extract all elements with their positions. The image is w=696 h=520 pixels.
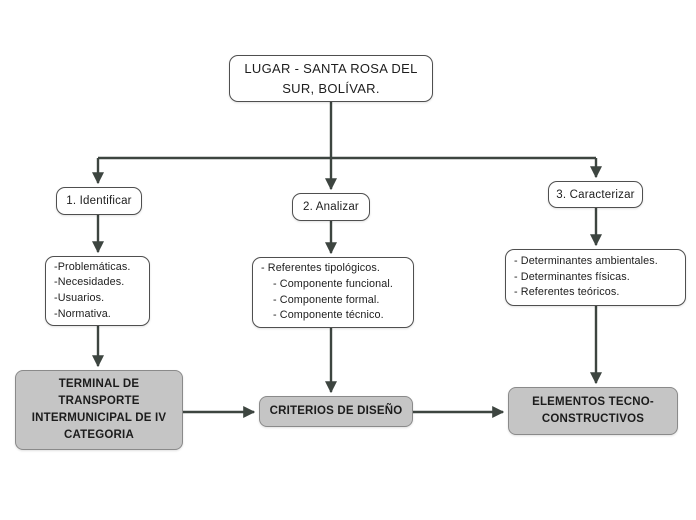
- node-detail-analizar: - Referentes tipológicos. - Componente f…: [252, 257, 414, 328]
- detail-line: -Normativa.: [54, 307, 111, 320]
- detail-line: - Determinantes físicas.: [514, 270, 630, 283]
- detail-line: -Necesidades.: [54, 276, 125, 289]
- node-detail-caracterizar: - Determinantes ambientales. - Determina…: [505, 249, 686, 306]
- detail-line: - Referentes tipológicos.: [261, 262, 380, 275]
- detail-line: -Usuarios.: [54, 292, 105, 304]
- node-step-caracterizar: 3. Caracterizar: [548, 181, 643, 208]
- node-outcome-elementos: ELEMENTOS TECNO-CONSTRUCTIVOS: [508, 387, 678, 435]
- node-outcome-terminal: TERMINAL DE TRANSPORTE INTERMUNICIPAL DE…: [15, 370, 183, 450]
- node-step-analizar: 2. Analizar: [292, 193, 370, 221]
- detail-line: - Determinantes ambientales.: [514, 255, 658, 268]
- node-root-lugar: LUGAR - SANTA ROSA DEL SUR, BOLÍVAR.: [229, 55, 433, 102]
- node-outcome-criterios: CRITERIOS DE DISEÑO: [259, 396, 413, 427]
- detail-line: - Componente técnico.: [273, 309, 384, 322]
- node-step-identificar: 1. Identificar: [56, 187, 142, 215]
- detail-line: - Componente funcional.: [273, 277, 393, 290]
- detail-line: - Componente formal.: [273, 293, 380, 306]
- node-detail-identificar: -Problemáticas. -Necesidades. -Usuarios.…: [45, 256, 150, 326]
- detail-line: - Referentes teóricos.: [514, 286, 620, 299]
- detail-line: -Problemáticas.: [54, 260, 131, 273]
